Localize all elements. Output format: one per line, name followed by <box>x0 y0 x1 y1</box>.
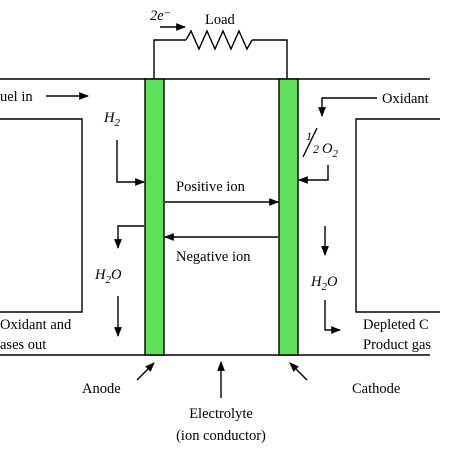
electrons-label: 2e⁻ <box>150 8 171 24</box>
external-circuit-wire-right <box>252 39 288 79</box>
left-outlet-label-line1: Oxidant and <box>0 317 72 333</box>
right-outlet-label-line2: Product gas <box>363 337 431 353</box>
electrolyte-label-line2: (ion conductor) <box>176 428 266 444</box>
negative-ion-label: Negative ion <box>176 249 251 265</box>
cathode-pointer-arrow <box>289 362 308 381</box>
o2-fraction-slash <box>302 127 318 158</box>
anode-label: Anode <box>82 381 121 397</box>
anode-pointer-arrow <box>136 362 155 381</box>
left-outlet-label-line2: ases out <box>0 337 46 353</box>
external-circuit-wire <box>153 39 186 79</box>
load-label: Load <box>205 12 236 28</box>
oxidant-in-arrow <box>318 97 377 117</box>
electrolyte-label-line1: Electrolyte <box>189 406 253 422</box>
cathode-label: Cathode <box>352 381 400 397</box>
h2-supply-arrow <box>116 140 145 186</box>
anode-electrode <box>144 78 165 356</box>
h2o-exit-arrow-right <box>324 300 341 334</box>
h2-label: H2 <box>103 110 120 129</box>
h2o-label-left: H2O <box>94 267 122 286</box>
o2-label: 1 2 O2 <box>306 128 338 160</box>
oxidant-in-label: Oxidant <box>382 91 429 107</box>
load-resistor <box>185 29 253 51</box>
positive-ion-label: Positive ion <box>176 179 246 195</box>
h2o-label-right: H2O <box>310 274 338 293</box>
fuel-in-label: uel in <box>0 89 33 105</box>
right-channel-wall <box>355 118 440 313</box>
h2o-exit-arrow-left <box>114 225 144 249</box>
left-channel-wall <box>0 118 83 313</box>
cathode-electrode <box>278 78 299 356</box>
right-outlet-label-line1: Depleted C <box>363 317 429 333</box>
o2-supply-arrow <box>298 165 329 184</box>
